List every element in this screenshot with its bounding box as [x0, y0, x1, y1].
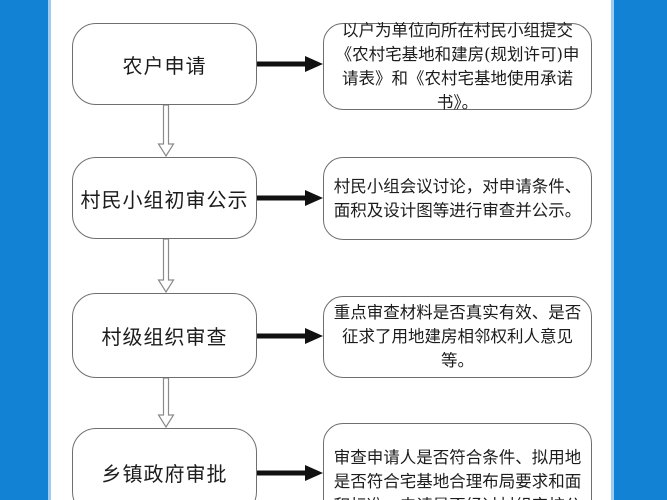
- stage-node-village-org-examination: 村级组织审查: [72, 293, 257, 378]
- stage-label: 乡镇政府审批: [101, 461, 228, 486]
- arrow-right-icon: [257, 56, 323, 72]
- detail-node-villager-group-review: 村民小组会议讨论，对申请条件、面积及设计图等进行审查并公示。: [323, 157, 592, 240]
- arrow-down-icon: [157, 239, 175, 293]
- arrow-right-icon: [257, 190, 323, 206]
- arrow-down-icon: [157, 378, 175, 428]
- stage-node-township-gov-approval: 乡镇政府审批: [72, 428, 257, 500]
- detail-text: 重点审查材料是否真实有效、是否征求了用地建房相邻权利人意见等。: [333, 303, 582, 370]
- right-blue-bar: [614, 0, 667, 500]
- left-blue-bar-edge: [48, 0, 51, 500]
- arrow-right-icon: [257, 465, 323, 481]
- left-blue-bar: [0, 0, 48, 500]
- right-blue-bar-edge: [611, 0, 614, 500]
- stage-node-farmer-application: 农户申请: [72, 23, 257, 105]
- arrow-right-icon: [257, 328, 323, 344]
- detail-text: 以户为单位向所在村民小组提交《农村宅基地和建房(规划许可)申请表》和《农村宅基地…: [335, 20, 580, 112]
- detail-node-township-gov-approval: 审查申请人是否符合条件、拟用地是否符合宅基地合理布局要求和面积标准，申请是否经过…: [323, 423, 592, 500]
- stage-label: 村级组织审查: [101, 325, 228, 349]
- detail-text: 审查申请人是否符合条件、拟用地是否符合宅基地合理布局要求和面积标准，申请是否经过…: [333, 448, 582, 500]
- stage-label: 农户申请: [122, 53, 207, 78]
- arrow-down-icon: [157, 105, 175, 157]
- detail-node-farmer-application: 以户为单位向所在村民小组提交《农村宅基地和建房(规划许可)申请表》和《农村宅基地…: [323, 21, 592, 112]
- stage-node-villager-group-review: 村民小组初审公示: [72, 157, 257, 239]
- detail-text: 村民小组会议讨论，对申请条件、面积及设计图等进行审查并公示。: [333, 176, 582, 220]
- stage-label: 村民小组初审公示: [80, 187, 249, 212]
- detail-node-village-org-examination: 重点审查材料是否真实有效、是否征求了用地建房相邻权利人意见等。: [323, 296, 592, 378]
